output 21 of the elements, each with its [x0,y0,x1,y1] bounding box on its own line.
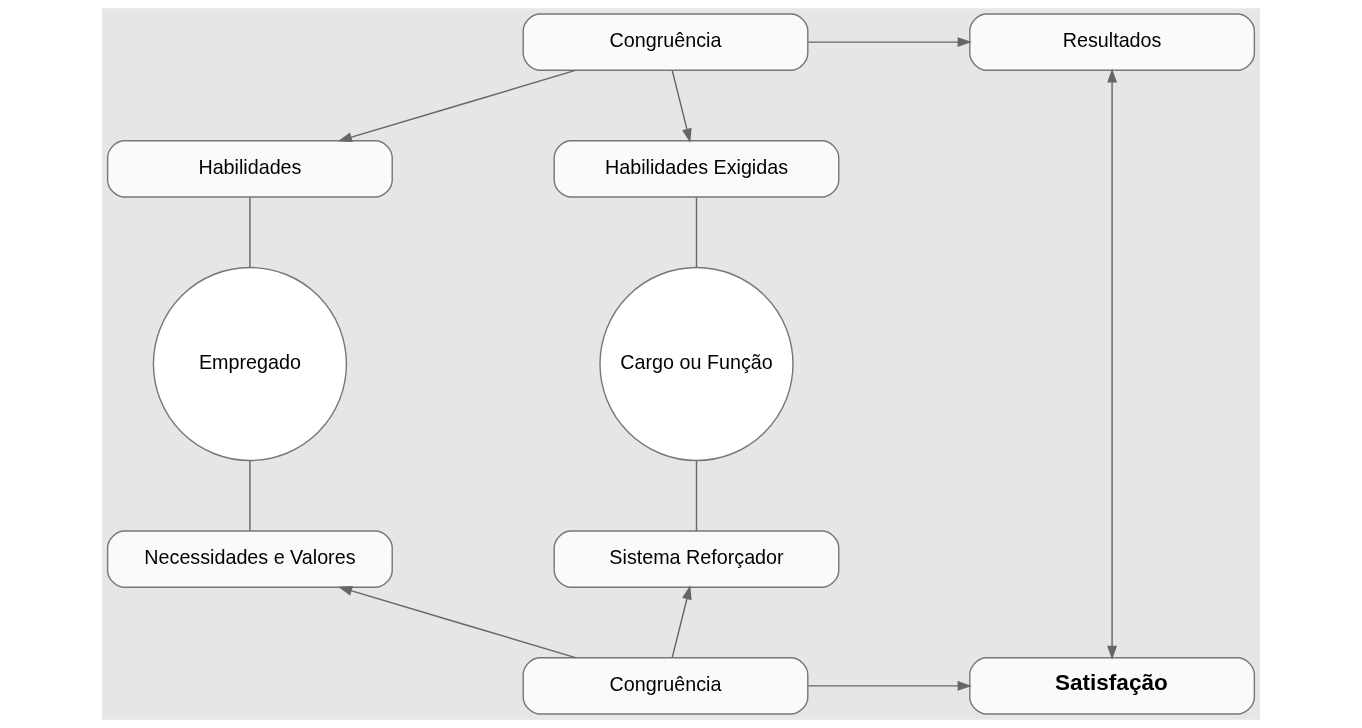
connector [249,196,251,269]
node-box: Habilidades Exigidas [553,140,840,198]
node-box: Satisfação [969,657,1256,715]
node-circle: Empregado [152,266,348,462]
arrow [1107,68,1117,660]
connector [695,460,698,532]
node-box: Congruência [522,657,809,715]
arrow [337,69,577,142]
node-box: Habilidades [106,140,393,198]
arrow [807,680,972,691]
node-circle: Cargo ou Função [599,266,794,462]
arrow [338,586,577,659]
arrow [807,37,972,48]
arrow [671,585,692,659]
node-box: Necessidades e Valores [106,530,393,588]
node-box: Resultados [969,13,1256,71]
arrow [671,69,692,143]
connector [249,460,251,532]
node-box: Sistema Reforçador [553,530,840,588]
connector [695,196,698,269]
node-box: Congruência [522,13,809,71]
